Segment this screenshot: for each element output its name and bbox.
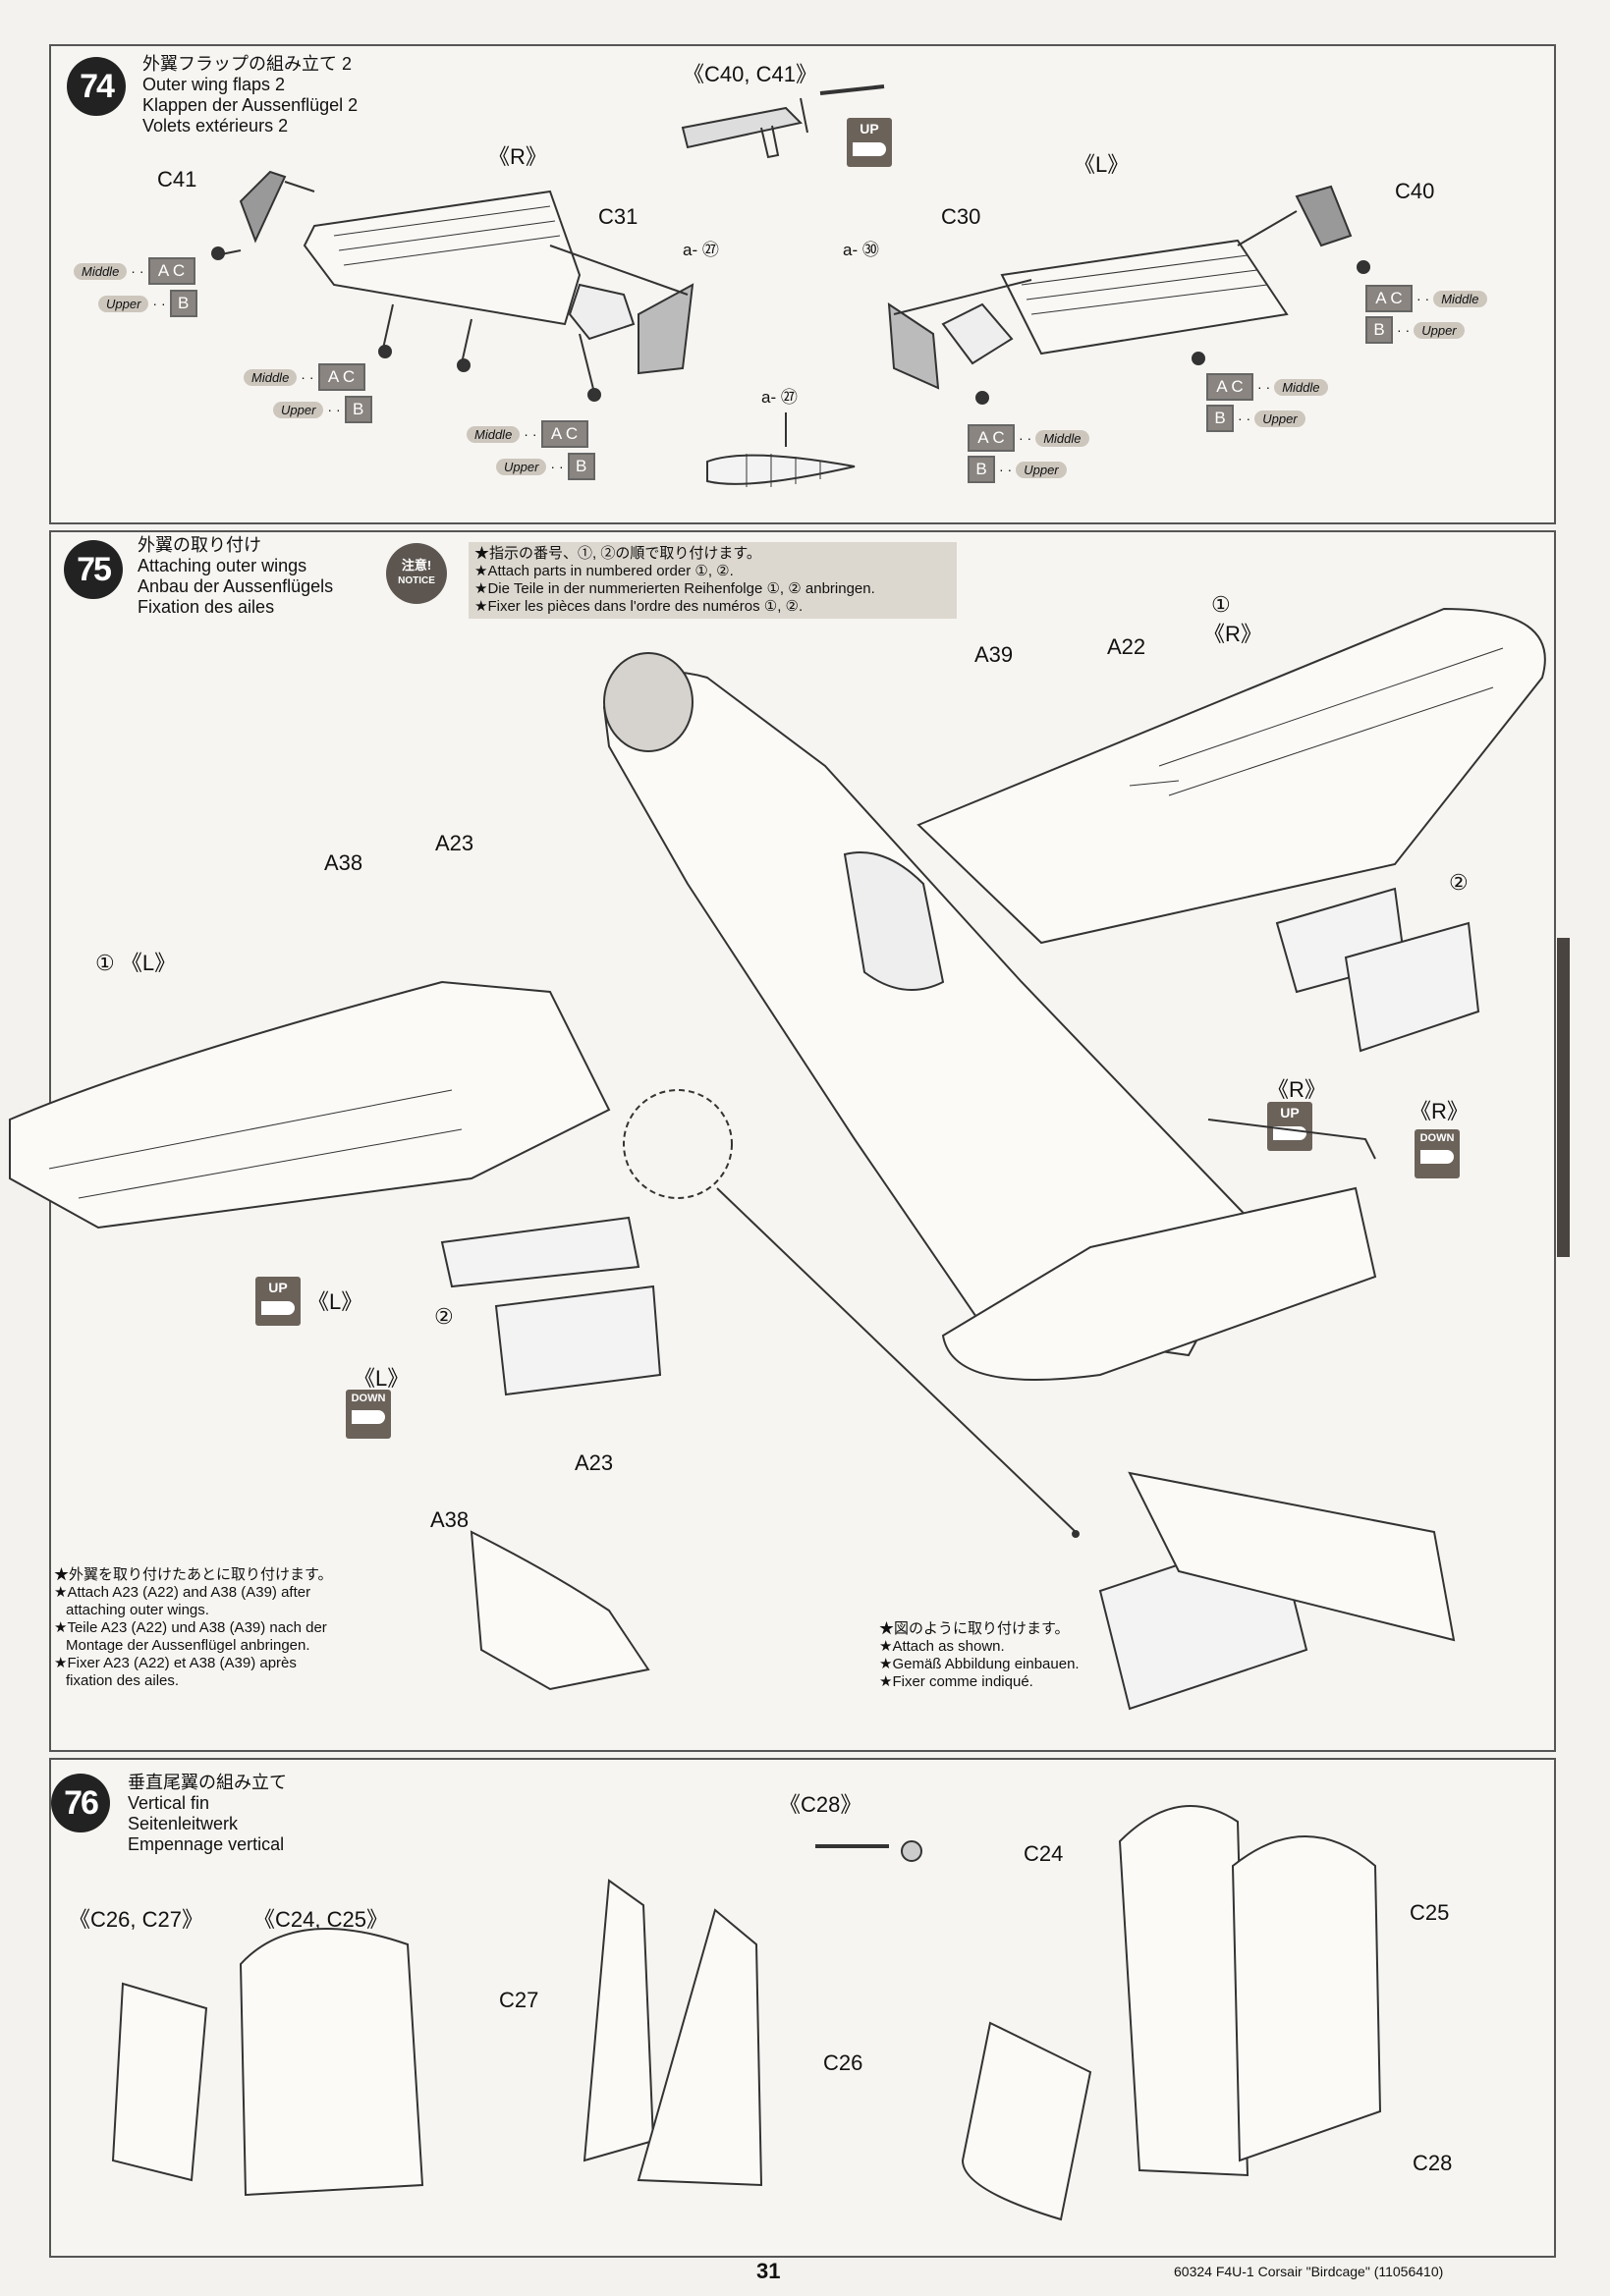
part-label-a23: A23 [435,831,474,855]
parts-label-c28: 《C28》 [779,1792,862,1817]
title-de: Anbau der Aussenflügels [138,576,334,596]
page-edge-tab [1557,938,1570,1257]
color-code-group: Middle· · A C [467,420,588,448]
title-jp: 外翼の取り付け [138,535,261,555]
color-code-group: A C· · Middle [968,424,1089,452]
part-label-a39: A39 [974,642,1014,667]
parts-label-c26-c27: 《C26, C27》 [69,1907,203,1932]
title-en: Vertical fin [128,1793,210,1813]
side-l-down-label: 《L》 [354,1366,410,1391]
down-badge-l: DOWN [346,1390,391,1439]
color-code-group: Middle· · A C [244,363,365,391]
part-label-c24: C24 [1024,1841,1064,1866]
step-75-titles: 外翼の取り付け Attaching outer wings Anbau der … [138,535,333,618]
side-label-r: 《R》 [488,144,547,169]
paint-ref-a27-b: a- ㉗ [761,388,798,407]
order-1-l: ① 《L》 [95,951,177,975]
step-74-panel [49,44,1556,524]
side-r-label: 《R》 [1203,622,1262,646]
step-74-number: 74 [67,57,126,116]
order-1-r: ① [1211,592,1231,617]
product-code: 60324 F4U-1 Corsair "Birdcage" (11056410… [1174,2264,1444,2279]
part-label-c41: C41 [157,167,197,191]
color-code-group: B· · Upper [968,456,1067,483]
title-fr: Volets extérieurs 2 [142,116,289,136]
part-label-c25: C25 [1410,1900,1450,1925]
part-label-c27: C27 [499,1988,539,2012]
up-badge-l: UP [255,1277,301,1326]
step-74-titles: 外翼フラップの組み立て 2 Outer wing flaps 2 Klappen… [142,54,358,137]
part-label-c28: C28 [1413,2151,1453,2175]
part-label-c26: C26 [823,2050,863,2075]
page-number: 31 [756,2259,781,2283]
color-code-group: B· · Upper [1206,405,1305,432]
notice-text: ★指示の番号、①, ②の順で取り付けます。 ★Attach parts in n… [469,542,957,619]
title-jp: 垂直尾翼の組み立て [128,1773,287,1792]
color-code-group: B· · Upper [1365,316,1465,344]
color-code-group: A C· · Middle [1365,285,1487,312]
title-fr: Empennage vertical [128,1834,285,1854]
part-label-a38-detail: A38 [430,1507,470,1532]
part-label-c40: C40 [1395,179,1435,203]
side-label-l: 《L》 [1074,152,1130,177]
color-code-group: A C· · Middle [1206,373,1328,401]
notice-badge: 注意! NOTICE [386,543,447,604]
color-code-group: Upper· · B [273,396,372,423]
step-76-titles: 垂直尾翼の組み立て Vertical fin Seitenleitwerk Em… [128,1773,287,1855]
title-de: Klappen der Aussenflügel 2 [142,95,359,115]
order-2-l: ② [434,1304,454,1329]
parts-label-c24-c25: 《C24, C25》 [253,1907,388,1932]
title-jp: 外翼フラップの組み立て 2 [142,54,353,74]
parts-label-c40-c41: 《C40, C41》 [683,62,817,86]
color-code-group: Middle· · A C [74,257,195,285]
note-attach-as-shown: ★図のように取り付けます。 ★Attach as shown. ★Gemäß A… [879,1620,1080,1690]
title-de: Seitenleitwerk [128,1814,239,1833]
paint-ref-a30: a- ㉚ [843,241,879,259]
part-label-a22: A22 [1107,634,1146,659]
color-code-group: Upper· · B [496,453,595,480]
title-en: Outer wing flaps 2 [142,75,286,94]
up-badge-r: UP [1267,1102,1312,1151]
color-code-group: Upper· · B [98,290,197,317]
note-attach-after: ★外翼を取り付けたあとに取り付けます。 ★Attach A23 (A22) an… [54,1566,333,1689]
part-label-c31: C31 [598,204,638,229]
paint-ref-a27: a- ㉗ [683,241,719,259]
side-l-up-label: 《L》 [307,1289,363,1314]
side-r-down-label: 《R》 [1410,1099,1469,1123]
up-badge: UP [847,118,892,167]
step-76-number: 76 [51,1774,110,1832]
title-en: Attaching outer wings [138,556,307,575]
down-badge-r: DOWN [1415,1129,1460,1178]
part-label-c30: C30 [941,204,981,229]
order-2-r: ② [1449,870,1469,895]
part-label-a23-detail: A23 [575,1450,614,1475]
side-r-up-label: 《R》 [1267,1077,1326,1102]
step-75-number: 75 [64,540,123,599]
part-label-a38: A38 [324,850,363,875]
title-fr: Fixation des ailes [138,597,275,617]
